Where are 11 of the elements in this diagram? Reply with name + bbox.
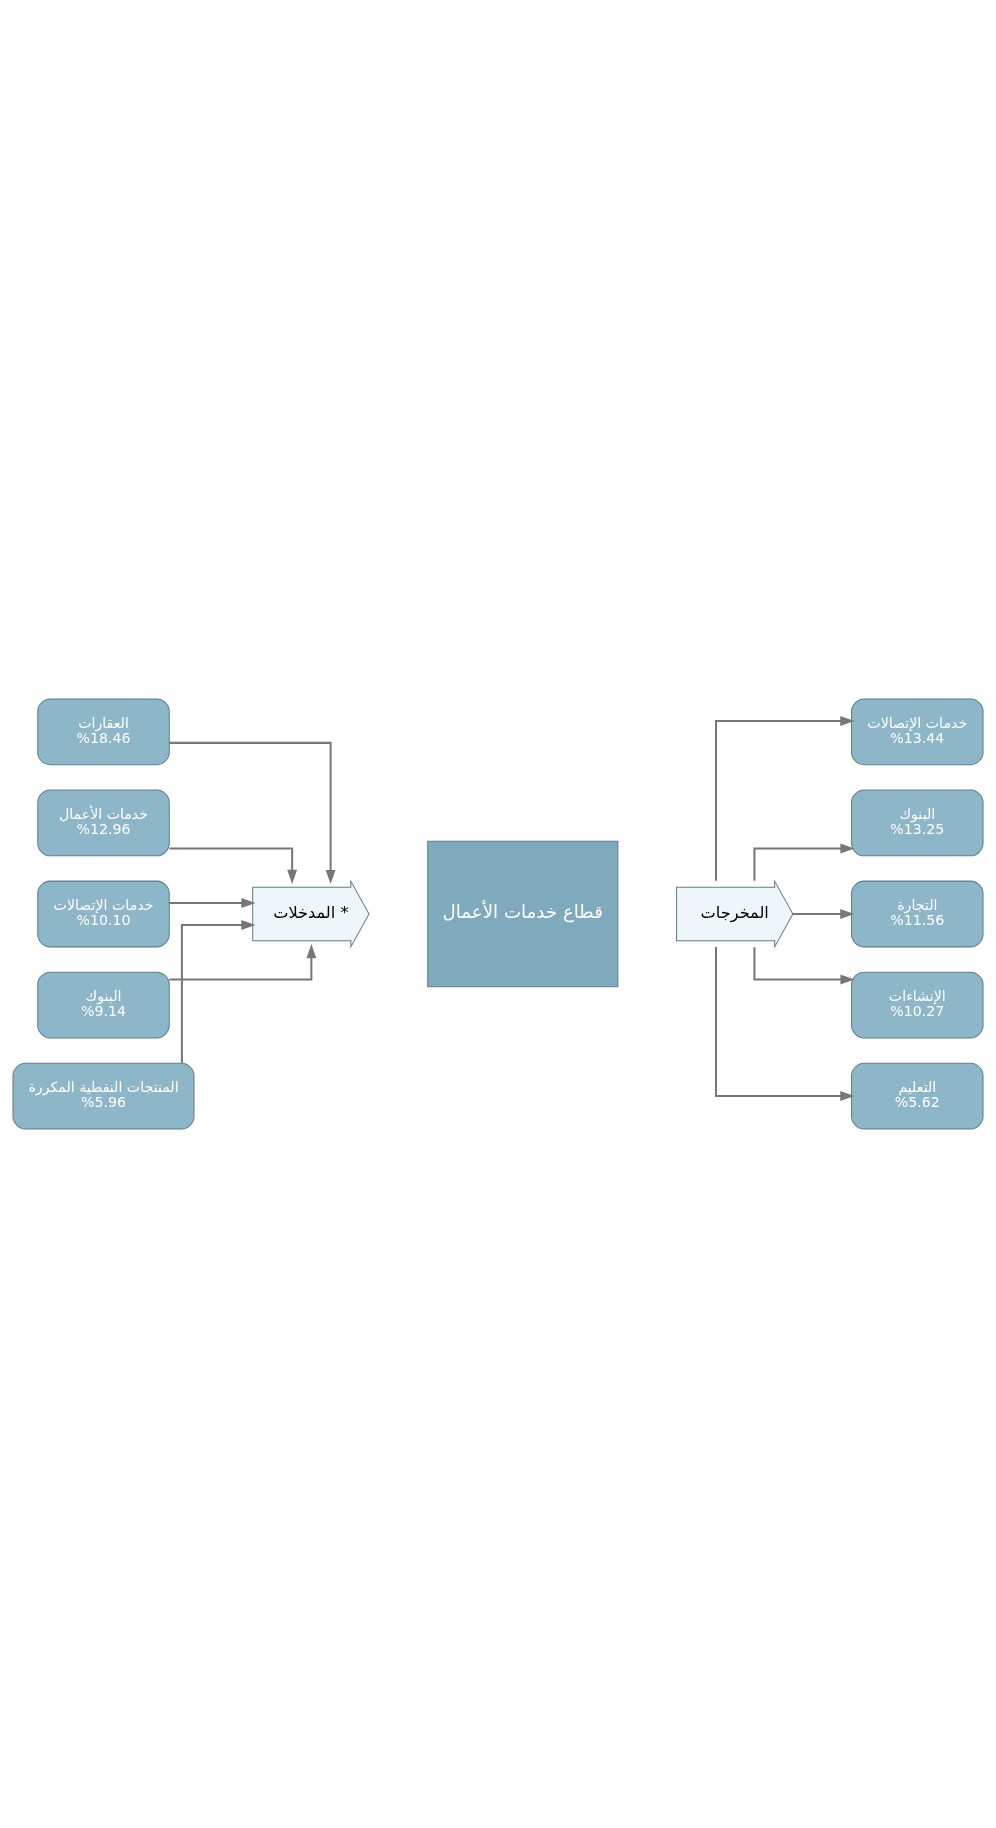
arrow: [169, 944, 317, 981]
arrow: [715, 716, 855, 881]
arrow: [169, 898, 256, 908]
arrow: [715, 947, 855, 1102]
arrow: [169, 847, 298, 884]
arrow: [169, 741, 336, 885]
arrow: [753, 947, 855, 985]
arrow: [793, 909, 855, 919]
arrow: [753, 843, 855, 881]
node-box: قطاع خدمات الأعمال: [427, 840, 619, 988]
arrow: [180, 920, 256, 1064]
